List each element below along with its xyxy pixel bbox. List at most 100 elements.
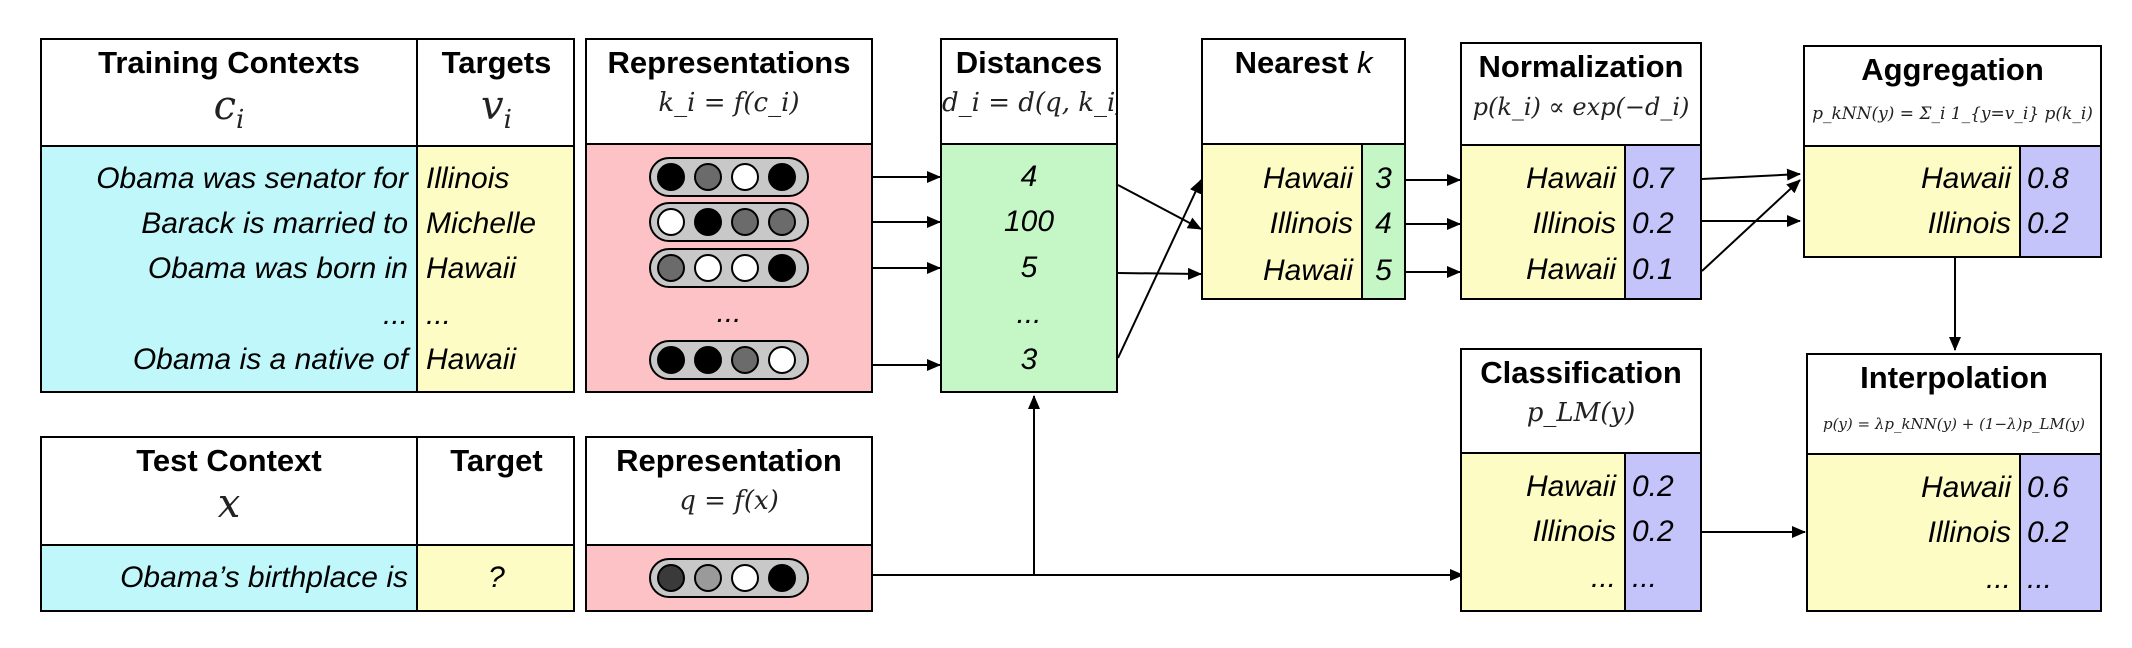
embedding-vector — [649, 202, 809, 242]
normalization-word: Hawaii — [1525, 162, 1616, 195]
arrow-norm-to-agg-1 — [1701, 168, 1801, 181]
distances-header: Distances d_i = d(q, k_i) — [942, 40, 1116, 143]
training-target-row: Illinois — [426, 162, 510, 195]
aggregation-words-body: Hawaii Illinois — [1805, 147, 2019, 256]
training-contexts-header: Training Contexts ci — [42, 40, 416, 145]
representations-box: Representations k_i = f(c_i) ... — [585, 38, 873, 393]
embedding-cell — [657, 208, 685, 236]
normalization-box: Normalization p(k_i) ∝ exp(−d_i) Hawaii … — [1460, 42, 1702, 300]
normalization-probs-body: 0.7 0.2 0.1 — [1626, 146, 1700, 298]
embedding-ellipsis: ... — [716, 296, 742, 329]
query-representation-header: Representation q = f(x) — [587, 438, 871, 544]
representations-formula: k_i = f(c_i) — [658, 88, 800, 118]
embedding-cell — [731, 163, 759, 191]
targets-title: Targets — [441, 45, 552, 80]
interpolation-prob: ... — [2027, 562, 2053, 595]
normalization-words-body: Hawaii Illinois Hawaii — [1462, 146, 1624, 298]
classification-word: Illinois — [1532, 515, 1616, 548]
training-target-row: Hawaii — [426, 343, 517, 376]
classification-word: Hawaii — [1525, 470, 1616, 503]
classification-header: Classification p_LM(y) — [1462, 350, 1700, 452]
aggregation-prob: 0.8 — [2027, 162, 2069, 195]
normalization-prob: 0.2 — [1632, 207, 1674, 240]
interpolation-prob: 0.2 — [2027, 516, 2069, 549]
representations-body: ... — [587, 145, 871, 391]
classification-prob: 0.2 — [1632, 470, 1674, 503]
training-context-row: Obama is a native of — [132, 343, 408, 376]
interpolation-box: Interpolation p(y) = λp_kNN(y) + (1−λ)p_… — [1806, 353, 2102, 612]
embedding-cell — [731, 564, 759, 592]
query-representation-box: Representation q = f(x) — [585, 436, 873, 612]
embedding-cell — [694, 163, 722, 191]
training-context-row: Obama was born in — [147, 252, 408, 285]
embedding-cell — [731, 346, 759, 374]
aggregation-box: Aggregation p_kNN(y) = Σ_i 1_{y=v_i} p(k… — [1803, 45, 2102, 258]
query-representation-formula: q = f(x) — [679, 486, 779, 516]
normalization-word: Illinois — [1532, 207, 1616, 240]
nearest-k-box: Nearest k Hawaii Illinois Hawaii 3 4 5 — [1201, 38, 1406, 300]
distance-value: ... — [1016, 297, 1042, 330]
classification-box: Classification p_LM(y) Hawaii Illinois .… — [1460, 348, 1702, 612]
test-context-header: Test Context x — [42, 438, 416, 544]
test-target-header: Target — [418, 438, 573, 544]
embedding-cell — [694, 564, 722, 592]
interpolation-word: Hawaii — [1920, 471, 2011, 504]
arrow-norm-to-agg-3 — [1701, 179, 1801, 272]
classification-probs-body: 0.2 0.2 ... — [1626, 454, 1700, 610]
aggregation-prob: 0.2 — [2027, 207, 2069, 240]
embedding-cell — [657, 254, 685, 282]
training-context-row: ... — [382, 298, 408, 331]
embedding-cell — [657, 346, 685, 374]
nearest-word: Hawaii — [1262, 254, 1353, 287]
classification-word: ... — [1590, 561, 1616, 594]
nearest-dists-body: 3 4 5 — [1363, 145, 1404, 298]
nearest-words-body: Hawaii Illinois Hawaii — [1203, 145, 1361, 298]
embedding-vector — [649, 248, 809, 288]
distances-body: 4 100 5 ... 3 — [942, 145, 1116, 391]
query-representation-body — [587, 546, 871, 610]
interpolation-word: ... — [1985, 562, 2011, 595]
distances-formula: d_i = d(q, k_i) — [942, 88, 1118, 118]
normalization-header: Normalization p(k_i) ∝ exp(−d_i) — [1462, 44, 1700, 144]
test-target-title: Target — [450, 443, 543, 478]
distance-value: 5 — [1020, 251, 1038, 284]
aggregation-word: Hawaii — [1920, 162, 2011, 195]
interpolation-probs-body: 0.6 0.2 ... — [2021, 455, 2100, 610]
test-context-body: Obama’s birthplace is — [42, 546, 416, 610]
classification-prob: 0.2 — [1632, 515, 1674, 548]
query-representation-title: Representation — [616, 443, 842, 478]
test-context-title: Test Context — [136, 443, 322, 478]
training-context-row: Barack is married to — [141, 207, 408, 240]
test-context-formula: x — [217, 481, 241, 527]
interpolation-words-body: Hawaii Illinois ... — [1808, 455, 2019, 610]
embedding-cell — [768, 163, 796, 191]
training-contexts-formula: ci — [213, 83, 245, 135]
embedding-vector — [649, 340, 809, 380]
training-table: Training Contexts ci Targets vi Obama wa… — [40, 38, 575, 393]
interpolation-prob: 0.6 — [2027, 471, 2069, 504]
normalization-formula: p(k_i) ∝ exp(−d_i) — [1472, 93, 1690, 121]
embedding-cell — [731, 254, 759, 282]
embedding-cell — [768, 208, 796, 236]
aggregation-title: Aggregation — [1861, 52, 2044, 87]
interpolation-header: Interpolation p(y) = λp_kNN(y) + (1−λ)p_… — [1808, 355, 2100, 453]
embedding-cell — [768, 564, 796, 592]
embedding-vector — [649, 157, 809, 197]
arrow-dist-to-nearest-b — [1117, 267, 1202, 280]
embedding-cell — [657, 163, 685, 191]
embedding-cell — [768, 346, 796, 374]
test-table: Test Context x Target Obama’s birthplace… — [40, 436, 575, 612]
test-target-text: ? — [488, 561, 505, 594]
aggregation-formula: p_kNN(y) = Σ_i 1_{y=v_i} p(k_i) — [1812, 104, 2093, 124]
embedding-cell — [694, 346, 722, 374]
arrow-dist-to-nearest-c — [1117, 179, 1202, 359]
embedding-vector — [649, 558, 809, 598]
classification-formula: p_LM(y) — [1526, 398, 1636, 428]
targets-header: Targets vi — [418, 40, 573, 145]
training-context-row: Obama was senator for — [96, 162, 408, 195]
aggregation-probs-body: 0.8 0.2 — [2021, 147, 2100, 256]
interpolation-word: Illinois — [1927, 516, 2011, 549]
embedding-cell — [731, 208, 759, 236]
distances-box: Distances d_i = d(q, k_i) 4 100 5 ... 3 — [940, 38, 1118, 393]
